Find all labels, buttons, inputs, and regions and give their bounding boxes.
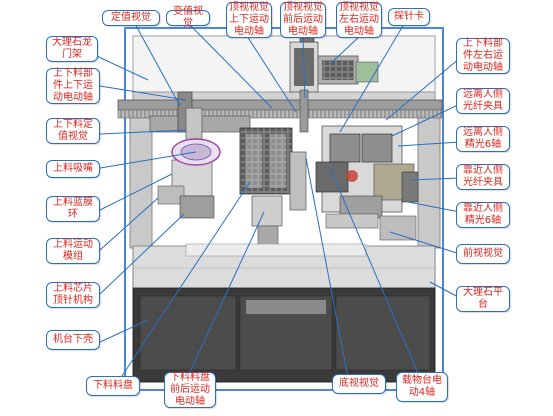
callout-loader-rotary-ring: 上料蓝膜 环: [46, 196, 100, 222]
callout-front-vision: 前视视觉: [456, 244, 510, 264]
callout-base-cover: 机台下壳: [46, 330, 100, 350]
callout-loader-updown: 上下料部 件上下运 动电动轴: [46, 68, 100, 104]
callout-far-precision-axis: 远离人侧 精光6轴: [456, 126, 510, 152]
loader-carriage: [149, 91, 251, 219]
callout-fixed-vision: 定值视觉: [102, 10, 160, 26]
callout-near-precision-axis: 靠近人侧 精光6轴: [456, 202, 510, 228]
callout-marble-platform: 大理石平 台: [456, 286, 510, 312]
callout-top-vision-leftright: 顶视视觉 左右运动 电动轴: [336, 2, 382, 38]
callout-loader-chip-ejector: 上料芯片 顶针机构: [46, 282, 100, 308]
measurement-stage: [315, 125, 419, 241]
callout-top-vision-frontback: 顶视视觉 前后运动 电动轴: [280, 2, 326, 38]
callout-marble-gantry: 大理石龙 门架: [46, 36, 98, 62]
callout-probe-card: 探针卡: [388, 8, 430, 26]
callout-stage-4axis: 载物台电 动4轴: [396, 372, 448, 402]
callout-loader-suction: 上料吸嘴: [46, 160, 100, 178]
tray-stacks: [239, 127, 307, 247]
base-cabinet: [132, 287, 436, 383]
callout-var-vision: 变值视觉: [166, 6, 210, 29]
top-vision-tower: [289, 27, 379, 133]
callout-loader-leftright: 上下料部 件左右运 动电动轴: [456, 38, 510, 74]
gantry: [117, 35, 443, 249]
callout-unload-tray: 下料料盘: [86, 376, 140, 396]
callout-loader-fixed-vision: 上下料定 值视觉: [46, 118, 100, 144]
callout-unload-tray-axis: 下料料盘 前后运动 电动轴: [164, 372, 216, 408]
leader-lines: [87, 21, 461, 383]
callout-top-vision-updown: 顶视视觉 上下运动 电动轴: [226, 2, 272, 38]
callout-bottom-vision: 底视视觉: [332, 374, 386, 394]
callout-near-fiber-clamp: 靠近人侧 光纤夹具: [456, 164, 510, 190]
marble-platform: [132, 243, 436, 291]
callout-loader-motion-module: 上料运动 模组: [46, 238, 100, 264]
callout-far-fiber-clamp: 远离人侧 光纤夹具: [456, 88, 510, 114]
